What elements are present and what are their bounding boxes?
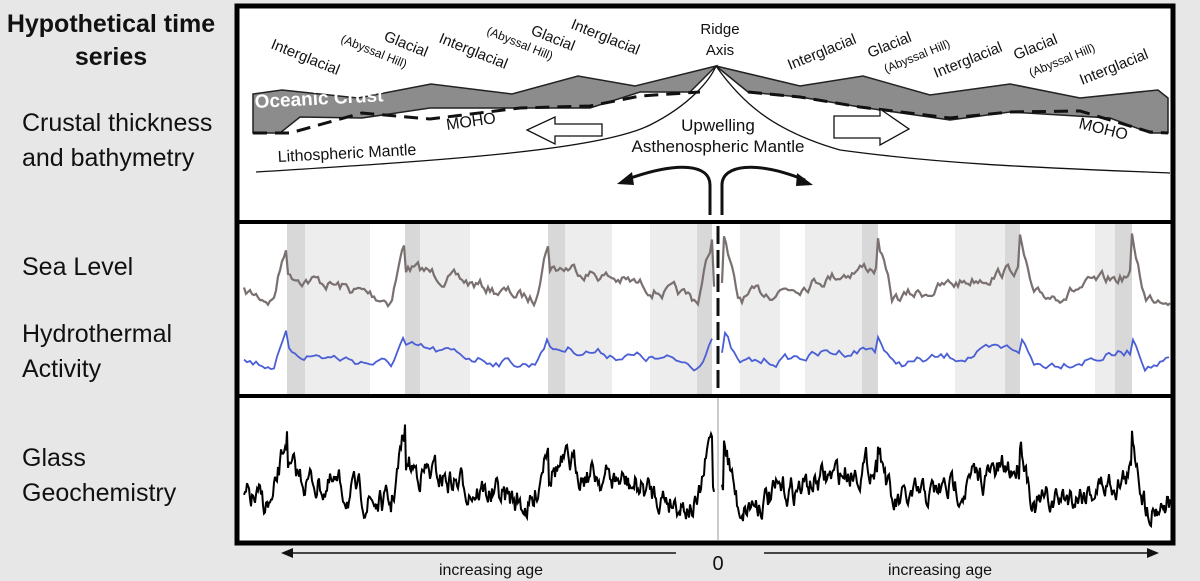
label-sea-level: Sea Level — [22, 253, 134, 281]
figure-title: Hypothetical time series — [6, 10, 216, 71]
ridge-axis-label: Axis — [706, 42, 734, 59]
moho-left — [253, 90, 701, 135]
glass-geochemistry-curve — [721, 430, 1171, 529]
arrowhead-right-icon — [1147, 548, 1159, 558]
climate-band — [548, 224, 565, 394]
climate-band — [650, 224, 697, 394]
climate-band — [955, 224, 1005, 394]
climate-band — [862, 224, 878, 394]
glass-geochemistry-curve — [243, 424, 715, 522]
upwelling-arrow-right-icon — [720, 165, 806, 215]
zero-label: 0 — [712, 553, 723, 575]
label-glass-geochemistry: Glass Geochemistry — [22, 444, 177, 507]
age-label-left: increasing age — [439, 562, 543, 579]
climate-band — [697, 224, 712, 394]
arrowhead — [617, 172, 634, 185]
lithosphere-boundary-left — [255, 65, 717, 173]
label-crustal-thickness: Crustal thickness and bathymetry — [22, 109, 213, 172]
climate-band — [740, 224, 780, 394]
climate-band — [1005, 224, 1020, 394]
upwelling-label: Asthenospheric Mantle — [632, 137, 805, 156]
spreading-arrow-right-icon — [833, 107, 911, 147]
climate-band — [305, 224, 370, 394]
climate-band — [805, 224, 862, 394]
label-hydrothermal: Hydrothermal Activity — [22, 320, 173, 383]
moho-label-left: MOHO — [445, 110, 497, 134]
sea-level-curve — [242, 239, 716, 309]
climate-band — [1115, 224, 1132, 394]
hydrothermal-curve — [721, 330, 1170, 373]
upwelling-label: Upwelling — [681, 116, 755, 135]
arrowhead — [796, 173, 813, 186]
upwelling-arrow-left-icon — [624, 165, 712, 215]
age-label-right: increasing age — [888, 562, 992, 579]
sea-level-curve — [720, 233, 1171, 307]
climate-band — [287, 224, 305, 394]
climate-band — [405, 224, 420, 394]
lithosphere-boundary-right — [715, 65, 1171, 174]
time-series-curves — [242, 233, 1171, 529]
arrowhead-left-icon — [281, 548, 293, 558]
diagram-frame — [234, 3, 1176, 546]
oceanic-crust-left — [252, 64, 719, 134]
climate-band — [1095, 224, 1115, 394]
hydrothermal-curve — [243, 330, 713, 372]
moho-right — [747, 90, 1169, 135]
climate-band — [420, 224, 470, 394]
climate-band — [565, 224, 612, 394]
ridge-axis-label: Ridge — [700, 21, 739, 38]
spreading-arrow-left-icon — [525, 115, 603, 146]
